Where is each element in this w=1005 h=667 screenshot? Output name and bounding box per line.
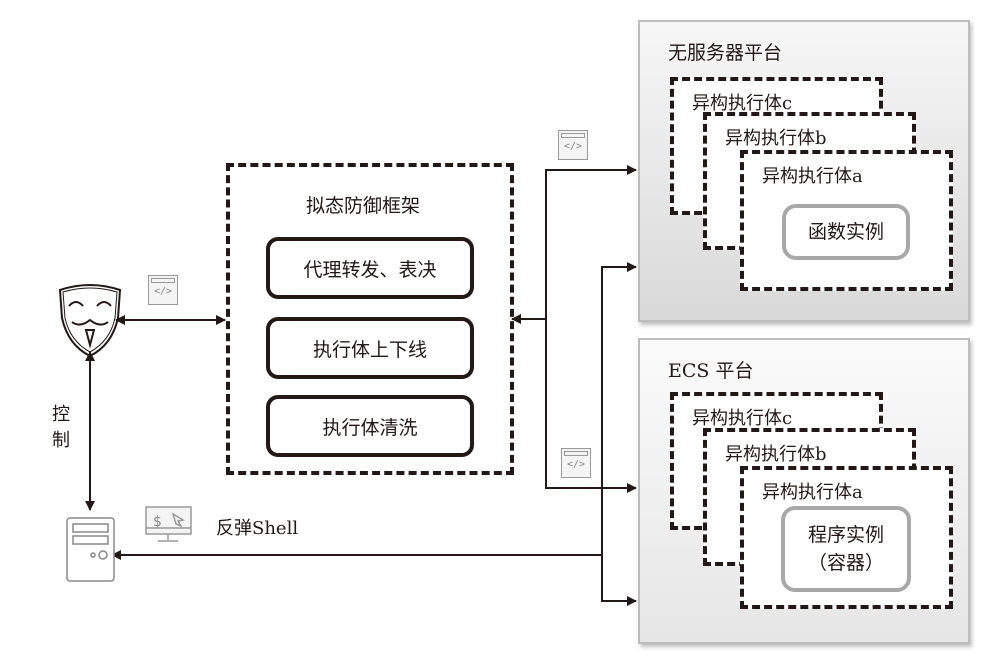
serverless-platform: 无服务器平台 异构执行体c 异构执行体b 异构执行体a 函数实例 <box>638 20 970 322</box>
mimic-defense-framework: 拟态防御框架 代理转发、表决 执行体上下线 执行体清洗 <box>226 163 514 475</box>
control-label-2: 制 <box>52 430 70 451</box>
monitor-terminal-icon <box>145 506 192 542</box>
terminal-glyph: $ <box>153 514 162 530</box>
code-window-icon: </> <box>561 448 591 478</box>
executor-a: 异构执行体a 函数实例 <box>740 150 953 291</box>
code-window-icon: </> <box>558 130 588 160</box>
framework-item-executor-online-offline: 执行体上下线 <box>266 317 474 379</box>
control-label-1: 控 <box>52 404 70 425</box>
program-instance-container: 程序实例 （容器） <box>781 506 911 592</box>
platform-title: ECS 平台 <box>668 360 754 382</box>
server-tower-icon <box>66 517 115 582</box>
function-instance: 函数实例 <box>782 204 910 260</box>
bus-to-platforms <box>545 169 636 489</box>
reverse-shell-bus <box>601 266 636 602</box>
ecs-platform: ECS 平台 异构执行体c 异构执行体b 异构执行体a 程序实例 （容器） <box>638 338 970 644</box>
executor-a: 异构执行体a 程序实例 （容器） <box>740 466 953 609</box>
platform-title: 无服务器平台 <box>668 42 783 64</box>
framework-item-proxy-vote: 代理转发、表决 <box>266 237 474 299</box>
code-window-icon: </> <box>148 275 178 305</box>
framework-title: 拟态防御框架 <box>305 195 420 217</box>
framework-item-executor-cleaning: 执行体清洗 <box>266 395 474 457</box>
anonymous-mask-shield-icon <box>58 284 122 358</box>
reverse-shell-label: 反弹Shell <box>216 518 299 539</box>
